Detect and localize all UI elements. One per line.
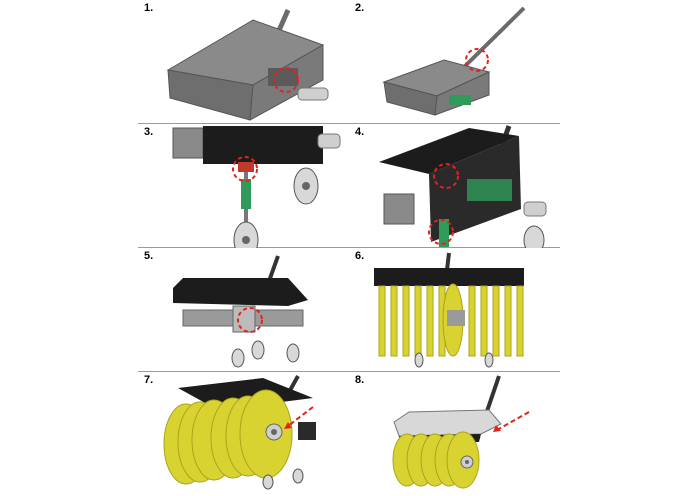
assembled-brush-roll-illustration [163, 375, 316, 490]
step-number: 1. [144, 2, 154, 14]
step-4-panel: 4. [349, 124, 560, 248]
step-number: 8. [355, 374, 365, 386]
step-number: 2. [355, 2, 365, 14]
step-number: 3. [144, 126, 154, 138]
row-divider [138, 247, 560, 248]
housing-handle-insert-illustration [382, 6, 526, 116]
brush-roll-with-cover-plate-illustration [392, 375, 530, 489]
dark-housing-wheel-bracket-illustration [379, 125, 547, 248]
step-7-panel: 7. [138, 372, 349, 496]
caster-wheel-mount-illustration [172, 126, 341, 248]
step-3-panel: 3. [138, 124, 349, 248]
dark-housing-axle-rail-illustration [173, 255, 308, 368]
row-divider [138, 123, 560, 124]
step-1-panel: 1. [138, 0, 349, 124]
step-6-panel: 6. [349, 248, 560, 372]
grey-housing-with-handle-illustration [166, 8, 329, 121]
step-5-panel: 5. [138, 248, 349, 372]
step-number: 6. [355, 250, 365, 262]
yellow-brush-discs-front-illustration [374, 252, 524, 368]
step-2-panel: 2. [349, 0, 560, 124]
step-number: 5. [144, 250, 154, 262]
row-divider [138, 371, 560, 372]
step-number: 7. [144, 374, 154, 386]
assembly-instructions-sheet: 1. 2. 3. [138, 0, 560, 496]
step-number: 4. [355, 126, 365, 138]
step-8-panel: 8. [349, 372, 560, 496]
